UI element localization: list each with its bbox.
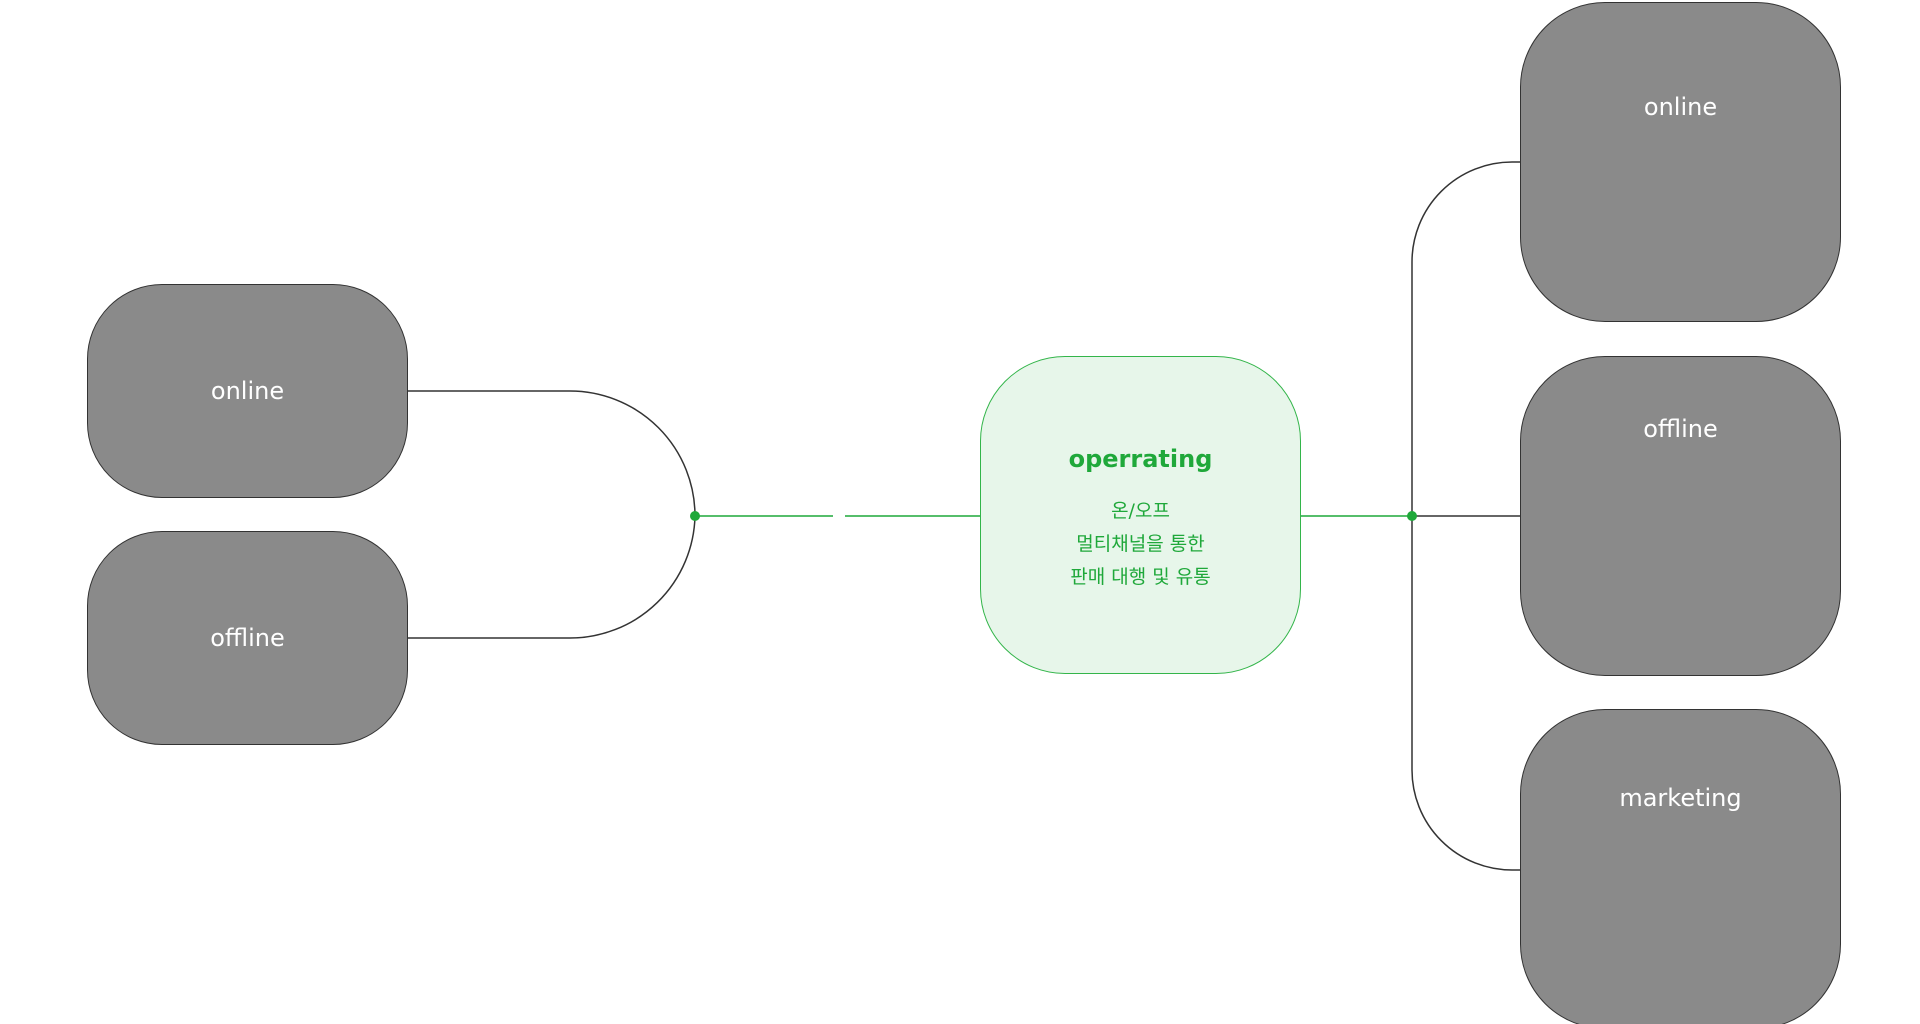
operating-description: 온/오프 멀티채널을 통한 판매 대행 및 유통 [981, 495, 1300, 594]
node-label: online [210, 377, 285, 405]
node-right-online: online [1520, 2, 1841, 322]
connector-right-online [1411, 161, 1520, 516]
connector-left-offline [408, 515, 696, 639]
connector-left-online [408, 390, 696, 517]
operating-title: operrating [1068, 445, 1213, 473]
connector-right-marketing [1411, 516, 1520, 871]
node-label: offline [210, 624, 285, 652]
operating-desc-line: 멀티채널을 통한 [1076, 533, 1205, 555]
node-left-offline: offline [87, 531, 408, 745]
operating-desc-line: 판매 대행 및 유통 [1070, 566, 1211, 588]
node-left-online: online [87, 284, 408, 498]
operating-desc-line: 온/오프 [1111, 500, 1170, 522]
node-operating: operrating 온/오프 멀티채널을 통한 판매 대행 및 유통 [980, 356, 1301, 674]
junction-dot-right [1407, 511, 1417, 521]
node-label: offline [1643, 415, 1718, 443]
node-label: marketing [1619, 784, 1742, 812]
node-right-offline: offline [1520, 356, 1841, 676]
node-right-marketing: marketing [1520, 709, 1841, 1024]
node-label: online [1643, 93, 1718, 121]
